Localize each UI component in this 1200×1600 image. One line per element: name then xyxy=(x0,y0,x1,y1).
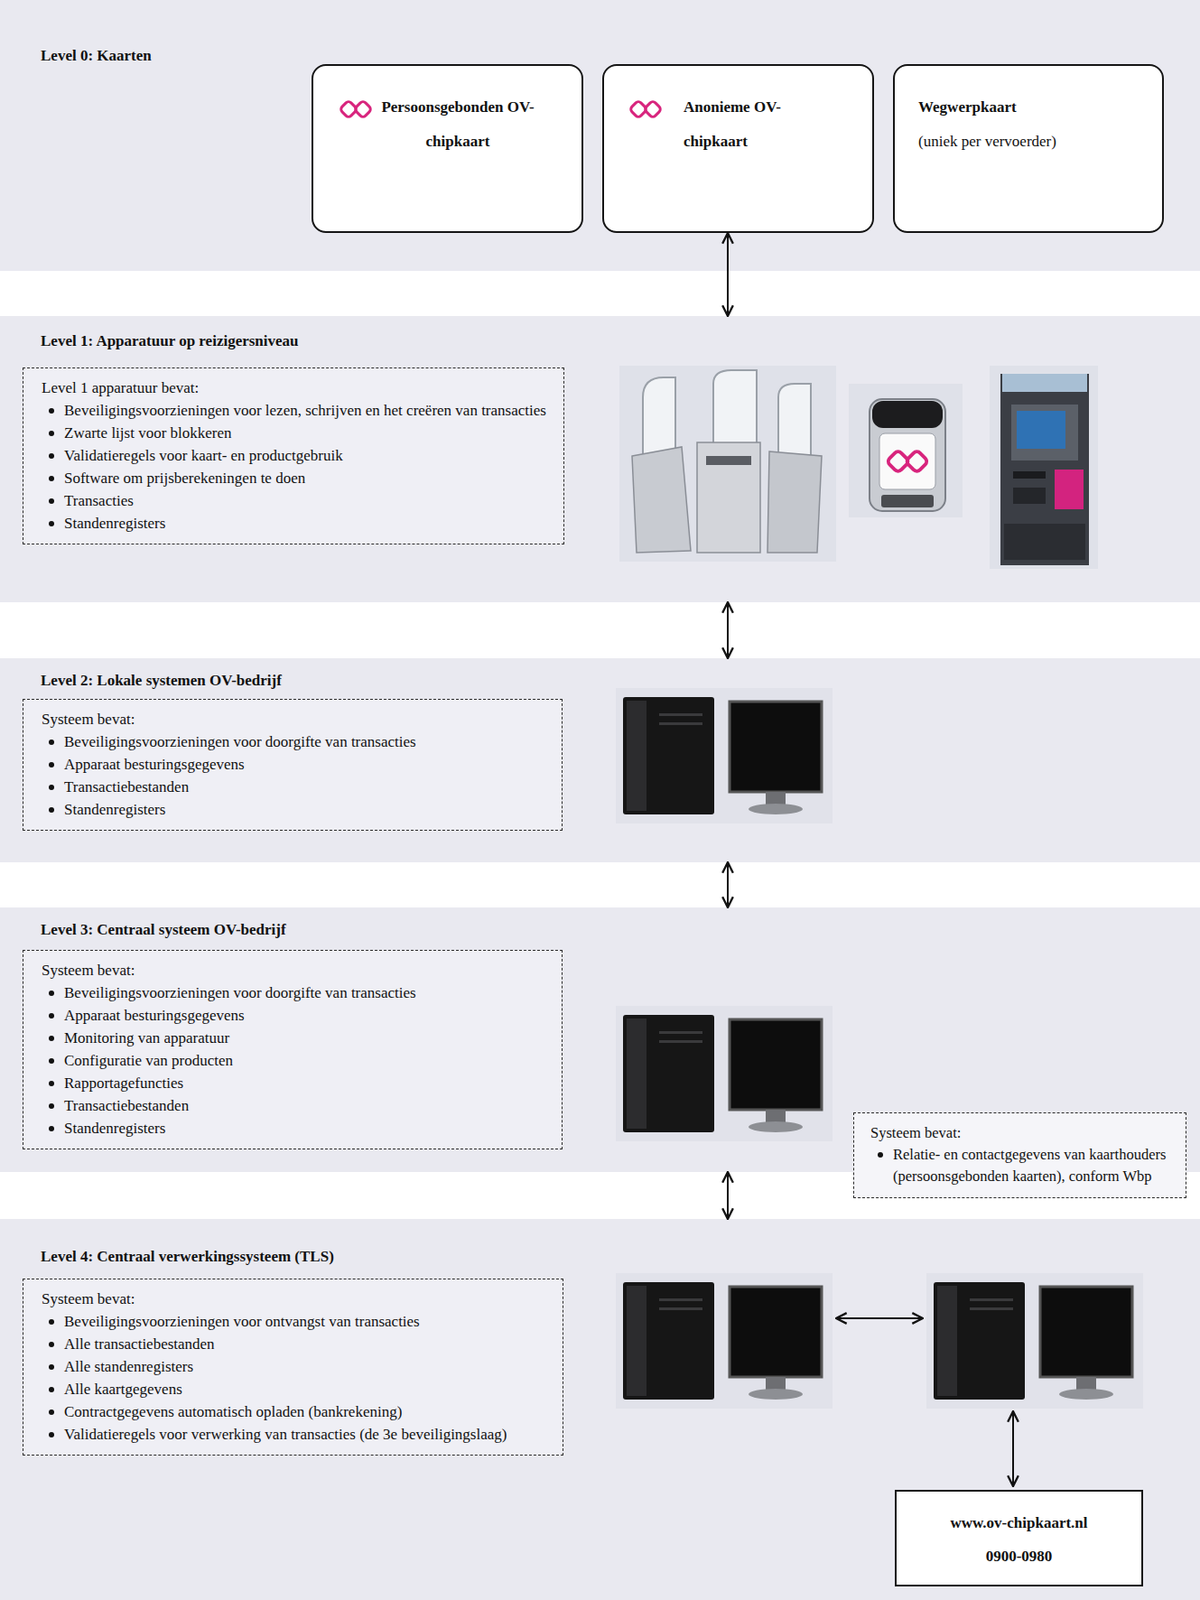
list-item: Beveiligingsvoorzieningen voor doorgifte… xyxy=(41,981,549,1005)
ticket-machine-tray xyxy=(1004,523,1086,560)
ticket-machine-slot xyxy=(1013,487,1046,504)
feature-list-box: Systeem bevat:Beveiligingsvoorzieningen … xyxy=(22,949,563,1150)
feature-list-box: Level 1 apparatuur bevat:Beveiligingsvoo… xyxy=(22,367,565,545)
validator-top xyxy=(872,400,943,428)
card-title: Wegwerpkaart xyxy=(918,90,1154,125)
card-box: Anonieme OV-chipkaart xyxy=(602,64,875,233)
card-title: Persoonsgebonden OV-chipkaart xyxy=(376,90,540,159)
list-item: Standenregisters xyxy=(41,511,551,535)
connector-group xyxy=(727,232,729,1219)
ticket-machine-panel xyxy=(1011,404,1079,461)
validator-illustration xyxy=(848,383,963,518)
contact-box: www.ov-chipkaart.nl0900-0980 xyxy=(894,1489,1144,1587)
ticket-machine-illustration xyxy=(989,365,1098,569)
ticket-machine-screen xyxy=(1016,410,1066,449)
list-item: Beveiligingsvoorzieningen voor doorgifte… xyxy=(41,730,549,754)
computer-icon xyxy=(615,688,833,824)
list-item: Validatieregels voor verwerking van tran… xyxy=(41,1423,550,1446)
ticket-machine-body xyxy=(1000,373,1089,566)
level-band: Level 2: Lokale systemen OV-bedrijfSyste… xyxy=(0,658,1200,863)
validator-illustration xyxy=(848,383,963,518)
card-box: Persoonsgebonden OV-chipkaart xyxy=(311,64,584,233)
list-item: Software om prijsberekeningen te doen xyxy=(41,466,551,490)
level-heading: Level 0: Kaarten xyxy=(40,45,1200,67)
list-item: Apparaat besturingsgegevens xyxy=(41,753,549,776)
list-item: Alle transactiebestanden xyxy=(41,1332,550,1356)
level-band: Level 0: KaartenPersoonsgebonden OV-chip… xyxy=(0,0,1200,271)
card-note: (uniek per vervoerder) xyxy=(918,124,1154,159)
gate-cabinet xyxy=(697,442,761,553)
connector-arrow xyxy=(726,1172,729,1219)
list-item: Beveiligingsvoorzieningen voor ontvangst… xyxy=(41,1310,550,1333)
gate-glass xyxy=(778,383,811,461)
connector-arrow xyxy=(726,602,729,659)
list-intro: Systeem bevat: xyxy=(41,707,549,731)
computer-icon xyxy=(615,1005,833,1142)
feature-list-box: Systeem bevat:Beveiligingsvoorzieningen … xyxy=(22,1278,564,1456)
validator-body xyxy=(869,399,946,512)
feature-list-box: Systeem bevat:Beveiligingsvoorzieningen … xyxy=(22,698,563,831)
contact-text: 0900-0980 xyxy=(896,1539,1142,1573)
list-item: Configuratie van producten xyxy=(41,1049,549,1072)
list-item: Alle standenregisters xyxy=(41,1355,550,1378)
ticket-machine-sticker xyxy=(1054,469,1084,510)
validator-base xyxy=(881,494,934,508)
level-heading: Level 3: Centraal systeem OV-bedrijf xyxy=(40,919,1200,941)
ticket-machine-slot xyxy=(1013,471,1046,479)
list-item: Monitoring van apparatuur xyxy=(41,1026,549,1050)
list-item: Relatie- en contactgegevens van kaarthou… xyxy=(870,1144,1173,1188)
validator-face xyxy=(879,433,936,490)
level-heading: Level 4: Centraal verwerkingssysteem (TL… xyxy=(40,1246,1200,1268)
list-item: Zwarte lijst voor blokkeren xyxy=(41,421,551,445)
list-item: Validatieregels voor kaart- en productge… xyxy=(41,444,551,467)
ov-logo xyxy=(629,100,662,119)
list-item: Standenregisters xyxy=(41,1116,549,1140)
level-heading: Level 2: Lokale systemen OV-bedrijf xyxy=(40,669,1200,692)
contact-text: www.ov-chipkaart.nl xyxy=(896,1506,1142,1540)
card-title: Anonieme OV-chipkaart xyxy=(683,90,806,159)
gate-reader xyxy=(706,455,752,466)
list-intro: Systeem bevat: xyxy=(41,958,549,982)
gate-cabinet xyxy=(767,451,822,553)
ov-logo xyxy=(886,449,930,474)
gate-cabinet xyxy=(632,446,691,553)
list-item: Apparaat besturingsgegevens xyxy=(41,1004,549,1027)
list-item: Standenregisters xyxy=(41,798,549,821)
connector-arrow xyxy=(726,232,729,317)
connector-arrow xyxy=(726,862,729,908)
card-box: Wegwerpkaart(uniek per vervoerder) xyxy=(893,64,1164,233)
gate-illustration xyxy=(619,365,837,562)
list-intro: Systeem bevat: xyxy=(41,1287,550,1311)
list-item: Transactiebestanden xyxy=(41,1094,549,1117)
gate-illustration xyxy=(619,365,837,562)
ticket-machine-illustration xyxy=(989,365,1098,569)
ticket-machine-top xyxy=(1002,373,1088,392)
double-arrow xyxy=(836,1317,923,1320)
list-item: Contractgegevens automatisch opladen (ba… xyxy=(41,1400,550,1424)
list-item: Transactiebestanden xyxy=(41,775,549,799)
list-intro: Level 1 apparatuur bevat: xyxy=(41,376,551,400)
list-item: Transacties xyxy=(41,489,551,512)
computer-icon xyxy=(926,1273,1144,1409)
feature-list-box: Systeem bevat:Relatie- en contactgegeven… xyxy=(853,1112,1187,1199)
list-item: Beveiligingsvoorzieningen voor lezen, sc… xyxy=(41,399,551,422)
level-heading: Level 1: Apparatuur op reizigersniveau xyxy=(40,330,1200,353)
list-intro: Systeem bevat: xyxy=(870,1122,1173,1145)
double-arrow xyxy=(1012,1411,1014,1487)
list-item: Alle kaartgegevens xyxy=(41,1377,550,1401)
computer-icon xyxy=(615,1273,833,1409)
list-item: Rapportagefuncties xyxy=(41,1071,549,1095)
ov-logo xyxy=(339,100,373,119)
